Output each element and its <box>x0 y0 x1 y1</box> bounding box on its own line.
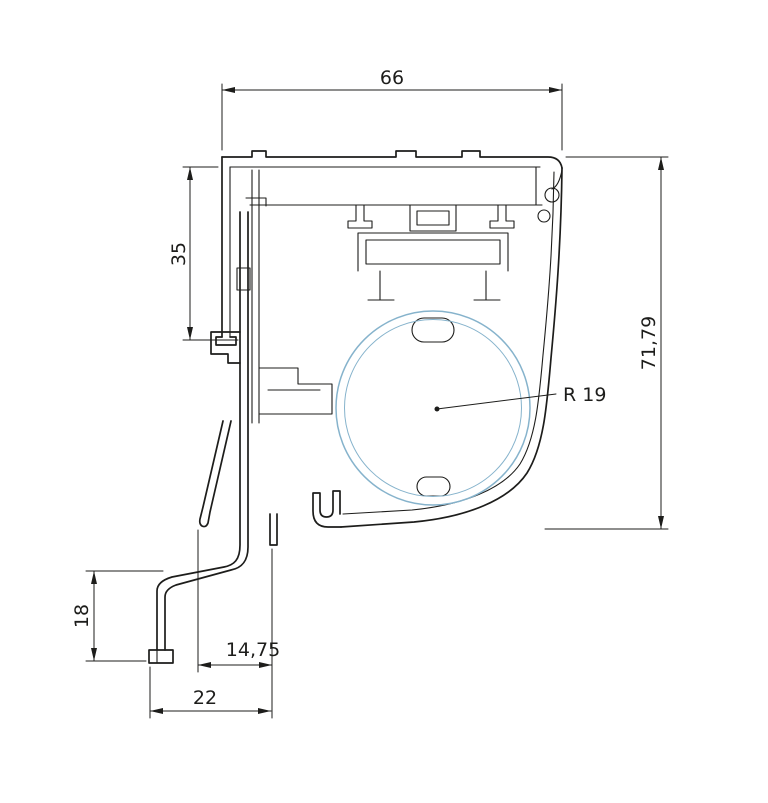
top-right-curl-upper <box>544 187 560 203</box>
profile-inner-detail <box>156 166 563 664</box>
bracket-claw <box>210 331 241 364</box>
leaf-spring <box>198 420 232 528</box>
roller-slot-top <box>411 317 455 343</box>
roller-tube <box>335 310 531 506</box>
dimension-linework: 66 35 71,79 R 19 <box>71 67 669 719</box>
roller-tube-inner-circle <box>344 319 522 497</box>
wall-bracket-foot <box>148 649 174 664</box>
step-arm <box>258 367 333 415</box>
dim-box-left-height: 35 <box>168 166 239 341</box>
ceiling-tab-left <box>347 204 373 229</box>
bottom-fabric-hook <box>312 490 342 528</box>
top-right-curl-lower <box>537 209 551 223</box>
ceiling-tab-right <box>489 204 515 229</box>
dim-label-bracket-width: 22 <box>193 687 217 709</box>
wall-bracket-strap-inner <box>164 211 249 651</box>
dim-bottom-inset: 14,75 <box>197 529 280 719</box>
bottom-lip <box>269 513 278 546</box>
dim-label-roller-radius: R 19 <box>563 384 606 406</box>
motor-bracket <box>357 232 509 301</box>
headbox-top-cap <box>221 150 563 169</box>
headbox-right-wall <box>340 167 563 528</box>
dim-label-top-width: 66 <box>380 67 404 89</box>
dim-top-width: 66 <box>221 67 563 151</box>
dim-overall-height: 71,79 <box>544 156 669 530</box>
dim-label-box-left-height: 35 <box>168 242 190 266</box>
radius-leader-line <box>436 393 557 410</box>
interior-ceiling <box>249 166 543 206</box>
dim-bracket-width: 22 <box>149 666 272 719</box>
roller-tube-outer-circle <box>335 310 531 506</box>
dim-roller-radius: R 19 <box>434 384 606 412</box>
dim-label-bottom-inset: 14,75 <box>226 639 280 661</box>
roller-slot-bottom <box>416 476 451 497</box>
mechanism-plates <box>245 169 267 424</box>
dim-label-overall-height: 71,79 <box>638 316 660 370</box>
dim-bracket-drop: 18 <box>71 570 164 662</box>
headbox-left-foot <box>215 336 237 346</box>
mechanism-side-tab <box>236 267 251 291</box>
center-clamp <box>409 204 457 232</box>
dim-label-bracket-drop: 18 <box>71 604 93 628</box>
